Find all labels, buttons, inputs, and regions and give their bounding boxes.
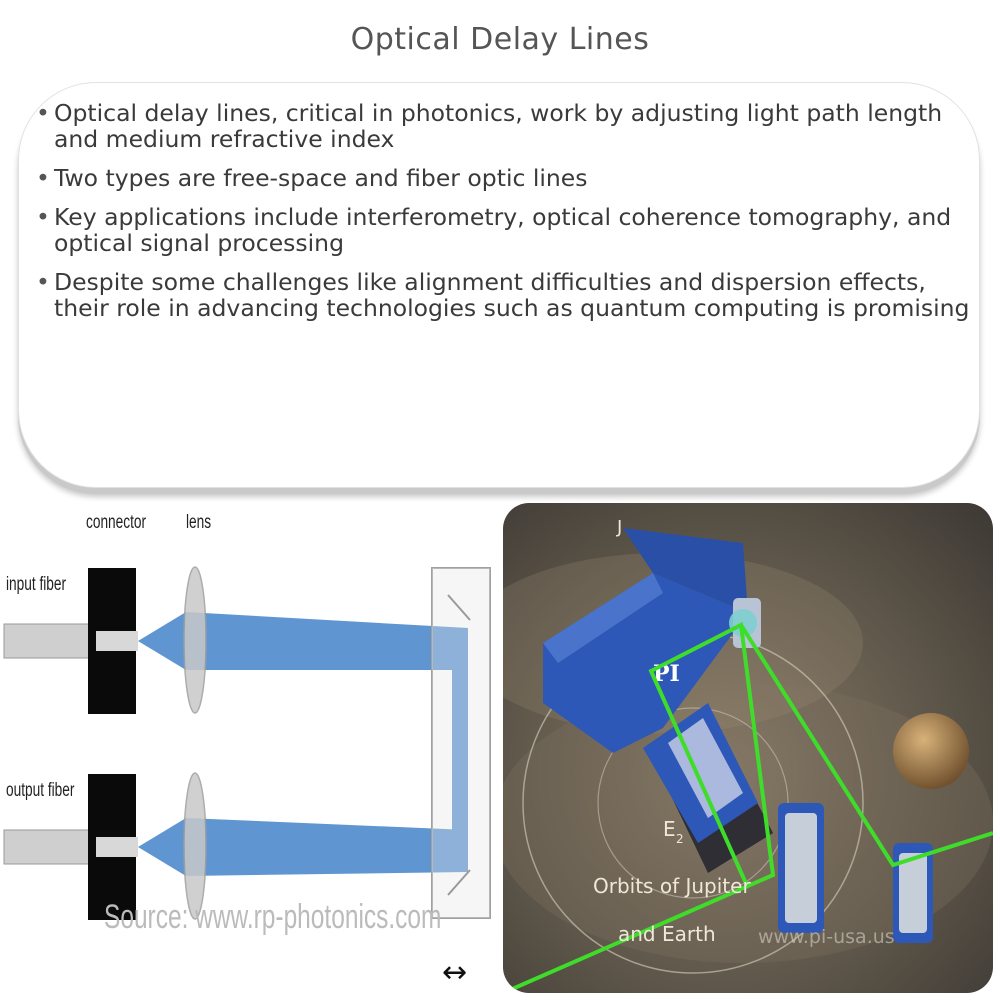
e2-label: E bbox=[663, 817, 676, 841]
bullet-item: Key applications include interferometry,… bbox=[36, 204, 971, 256]
bullet-item: Despite some challenges like alignment d… bbox=[36, 269, 971, 321]
bullet-list: Optical delay lines, critical in photoni… bbox=[36, 100, 971, 334]
svg-text:J: J bbox=[616, 517, 622, 538]
svg-text:2: 2 bbox=[676, 832, 684, 846]
beam-bottom-cone bbox=[138, 818, 186, 876]
label-lens: lens bbox=[186, 512, 212, 533]
move-arrow-icon: ↔ bbox=[442, 955, 468, 990]
orbits-label-1: Orbits of Jupiter bbox=[593, 874, 751, 898]
delay-line-diagram bbox=[0, 500, 500, 1000]
beam-vertical bbox=[452, 628, 468, 870]
beam-top-cone bbox=[138, 612, 186, 670]
planet bbox=[893, 713, 969, 789]
lens-bottom bbox=[183, 772, 207, 920]
beam-bottom bbox=[186, 818, 468, 876]
retroreflector bbox=[431, 567, 491, 919]
input-fiber bbox=[3, 623, 97, 659]
photo-watermark: www.pi-usa.us bbox=[758, 926, 895, 948]
delay-line-photo: PI J E 2 Orbits of Jupiter and Earth www… bbox=[503, 503, 993, 993]
source-watermark: Source: www.rp-photonics.com bbox=[104, 898, 442, 936]
page-title: Optical Delay Lines bbox=[350, 22, 650, 57]
label-output-fiber: output fiber bbox=[6, 780, 75, 801]
bullet-item: Optical delay lines, critical in photoni… bbox=[36, 100, 971, 152]
bullet-item: Two types are free-space and fiber optic… bbox=[36, 165, 971, 191]
beam-top bbox=[186, 612, 468, 670]
label-connector: connector bbox=[86, 512, 147, 533]
lens-top bbox=[183, 566, 207, 714]
label-input-fiber: input fiber bbox=[6, 574, 67, 595]
orbits-label-2: and Earth bbox=[618, 922, 716, 946]
output-fiber bbox=[3, 829, 97, 865]
